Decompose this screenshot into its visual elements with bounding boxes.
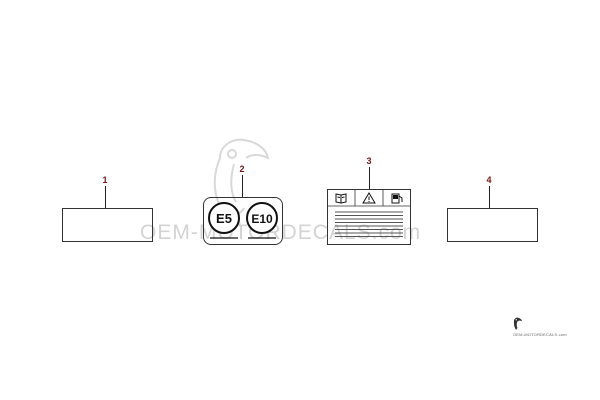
toucan-logo-icon — [513, 317, 522, 330]
callout-2: 2 — [239, 164, 245, 174]
warning-label-graphic — [328, 190, 410, 237]
leader-line-2 — [242, 175, 243, 197]
leader-line-4 — [489, 186, 490, 208]
e10-badge-text: E10 — [251, 212, 273, 226]
e5-e10-badges: E5 E10 — [208, 202, 278, 239]
callout-3: 3 — [366, 156, 372, 166]
footer-brand-text: OEM-MOTORDECALS.com — [513, 332, 567, 337]
leader-line-1 — [105, 186, 106, 208]
label-2-fuel-badge: E5 E10 — [203, 197, 283, 245]
warning-text-lines — [335, 211, 403, 237]
callout-4: 4 — [486, 175, 492, 185]
e5-badge-text: E5 — [216, 211, 232, 226]
fuel-pump-icon — [391, 193, 403, 204]
label-1 — [62, 208, 153, 242]
e5-badge-ring — [208, 202, 240, 234]
e10-badge-ring — [246, 202, 278, 234]
leader-line-3 — [369, 167, 370, 189]
label-4 — [447, 208, 538, 242]
label-3-warning-label — [327, 189, 411, 245]
book-icon — [335, 193, 347, 204]
callout-1: 1 — [102, 175, 108, 185]
warning-triangle-icon — [362, 192, 376, 204]
